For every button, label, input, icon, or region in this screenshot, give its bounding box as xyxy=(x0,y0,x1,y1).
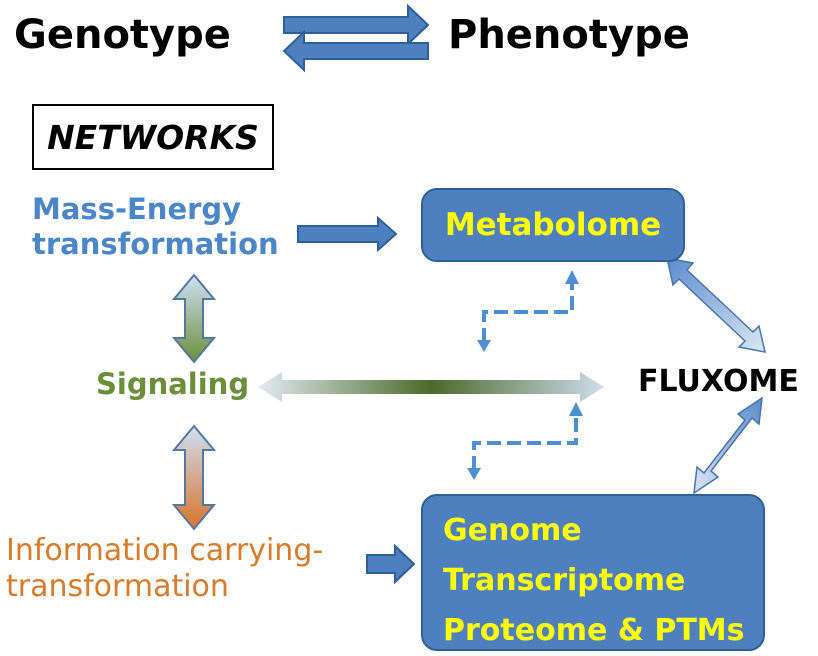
dashed-feedback-lower xyxy=(472,414,578,470)
genotype-title: Genotype xyxy=(14,12,231,58)
networks-label-box: NETWORKS xyxy=(32,104,274,170)
dashed-feedback-upper xyxy=(482,282,574,342)
mass-energy-label: Mass-Energy transformation xyxy=(32,192,279,262)
arrow-metabolome-fluxome xyxy=(666,257,766,353)
metabolome-label: Metabolome xyxy=(444,207,662,243)
genome-node: Genome Transcriptome Proteome & PTMs xyxy=(421,494,765,651)
arrow-mass-to-metabolome xyxy=(297,215,398,253)
information-line1: Information carrying- xyxy=(6,533,324,568)
arrow-signaling-fluxome xyxy=(258,372,604,402)
transcriptome-label: Transcriptome xyxy=(443,563,686,598)
genome-label: Genome xyxy=(443,513,582,548)
signaling-label: Signaling xyxy=(96,367,250,401)
genotype-phenotype-arrows xyxy=(282,3,430,73)
dashed-lower-head-up xyxy=(569,402,583,416)
dashed-lower-head-down xyxy=(467,468,481,480)
information-line2: transformation xyxy=(6,569,229,604)
fluxome-label: FLUXOME xyxy=(638,364,799,399)
dashed-upper-head-up xyxy=(565,270,579,284)
proteome-label: Proteome & PTMs xyxy=(443,613,745,648)
networks-label: NETWORKS xyxy=(47,117,259,157)
arrow-mass-signaling xyxy=(171,273,217,364)
mass-energy-line2: transformation xyxy=(32,226,279,261)
arrow-info-to-genome xyxy=(366,543,416,585)
information-label: Information carrying- transformation xyxy=(6,533,323,605)
dashed-upper-head-down xyxy=(477,340,491,352)
metabolome-node: Metabolome xyxy=(421,188,685,262)
arrow-signaling-information xyxy=(171,424,217,531)
mass-energy-line1: Mass-Energy xyxy=(32,192,242,226)
arrow-genome-fluxome xyxy=(693,396,763,495)
phenotype-title: Phenotype xyxy=(448,12,690,58)
